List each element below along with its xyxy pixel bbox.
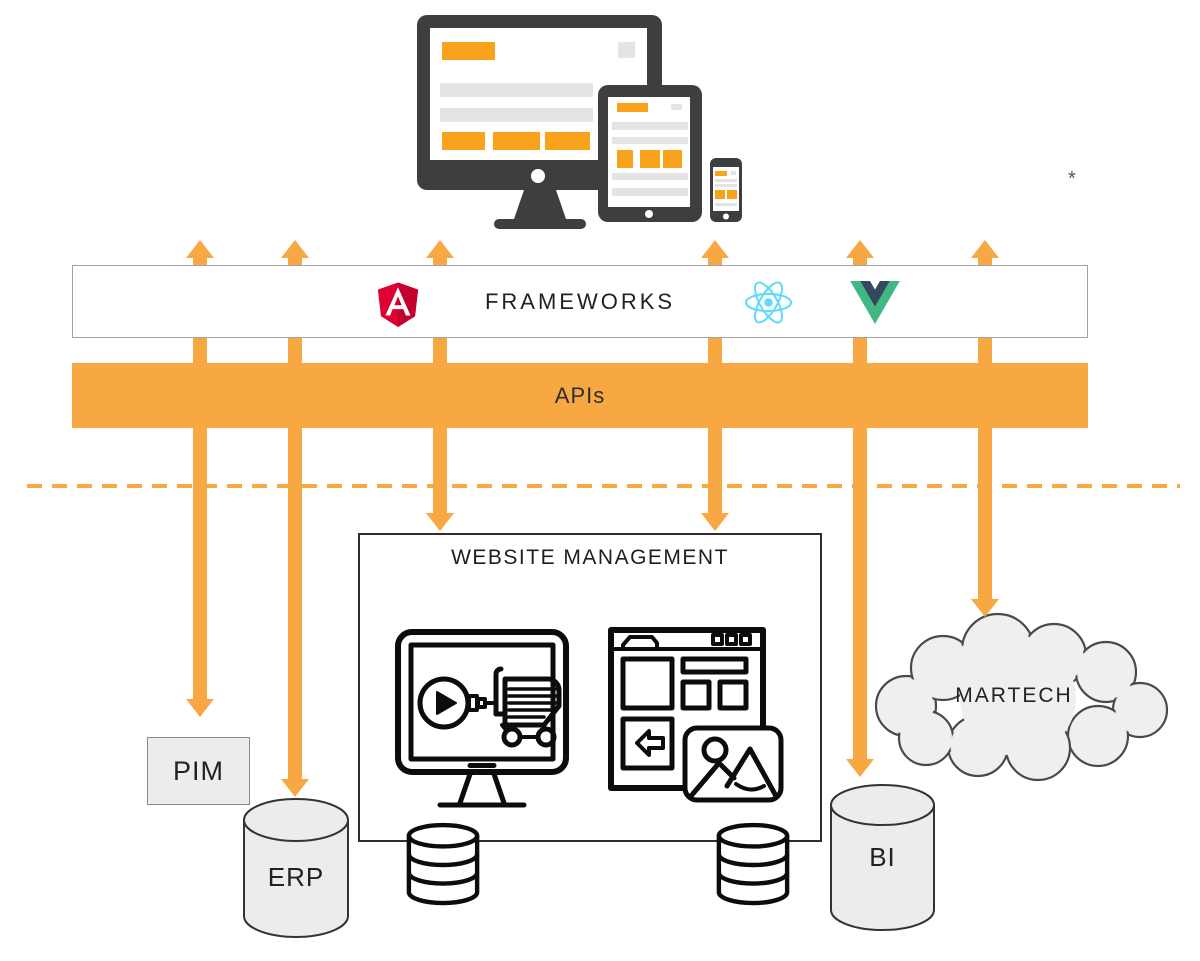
arrow-shaft (978, 254, 992, 603)
arrowhead-up-icon (971, 240, 999, 258)
arrowhead-up-icon (846, 240, 874, 258)
bi-cylinder (830, 784, 935, 931)
arrowhead-up-icon (701, 240, 729, 258)
arrowhead-down-icon (426, 513, 454, 531)
dashed-separator-line (27, 484, 1180, 488)
erp-label: ERP (267, 862, 325, 892)
erp-cylinder (243, 798, 349, 938)
martech-label: MARTECH (955, 684, 1073, 707)
arrowhead-down-icon (846, 759, 874, 777)
arrowhead-down-icon (971, 599, 999, 617)
arrowhead-up-icon (186, 240, 214, 258)
website-management-title: WEBSITE MANAGEMENT (451, 546, 729, 569)
pim-box: PIM (147, 737, 250, 805)
arrowhead-down-icon (281, 779, 309, 797)
tablet-icon (598, 85, 702, 222)
bi-label: BI (869, 842, 896, 872)
angular-logo-icon (377, 282, 419, 327)
flow-arrow-martech (971, 240, 999, 617)
responsive-devices-illustration (417, 15, 742, 229)
apis-label: APIs (554, 382, 606, 408)
asterisk-mark: * (1068, 168, 1076, 190)
frameworks-label: FRAMEWORKS (484, 288, 676, 314)
database-icon (406, 822, 480, 906)
arrowhead-up-icon (426, 240, 454, 258)
arrowhead-up-icon (281, 240, 309, 258)
pim-label: PIM (172, 755, 224, 786)
database-icon (716, 822, 790, 906)
page-builder-icon (608, 627, 784, 803)
frameworks-bar: FRAMEWORKS (72, 265, 1088, 338)
ecommerce-monitor-icon (395, 629, 569, 808)
phone-icon (710, 158, 742, 222)
vue-logo-icon (850, 281, 900, 324)
arrowhead-down-icon (186, 699, 214, 717)
react-logo-icon (745, 281, 792, 324)
apis-bar: APIs (72, 363, 1088, 428)
arrowhead-down-icon (701, 513, 729, 531)
martech-cloud-shape (874, 612, 1169, 782)
